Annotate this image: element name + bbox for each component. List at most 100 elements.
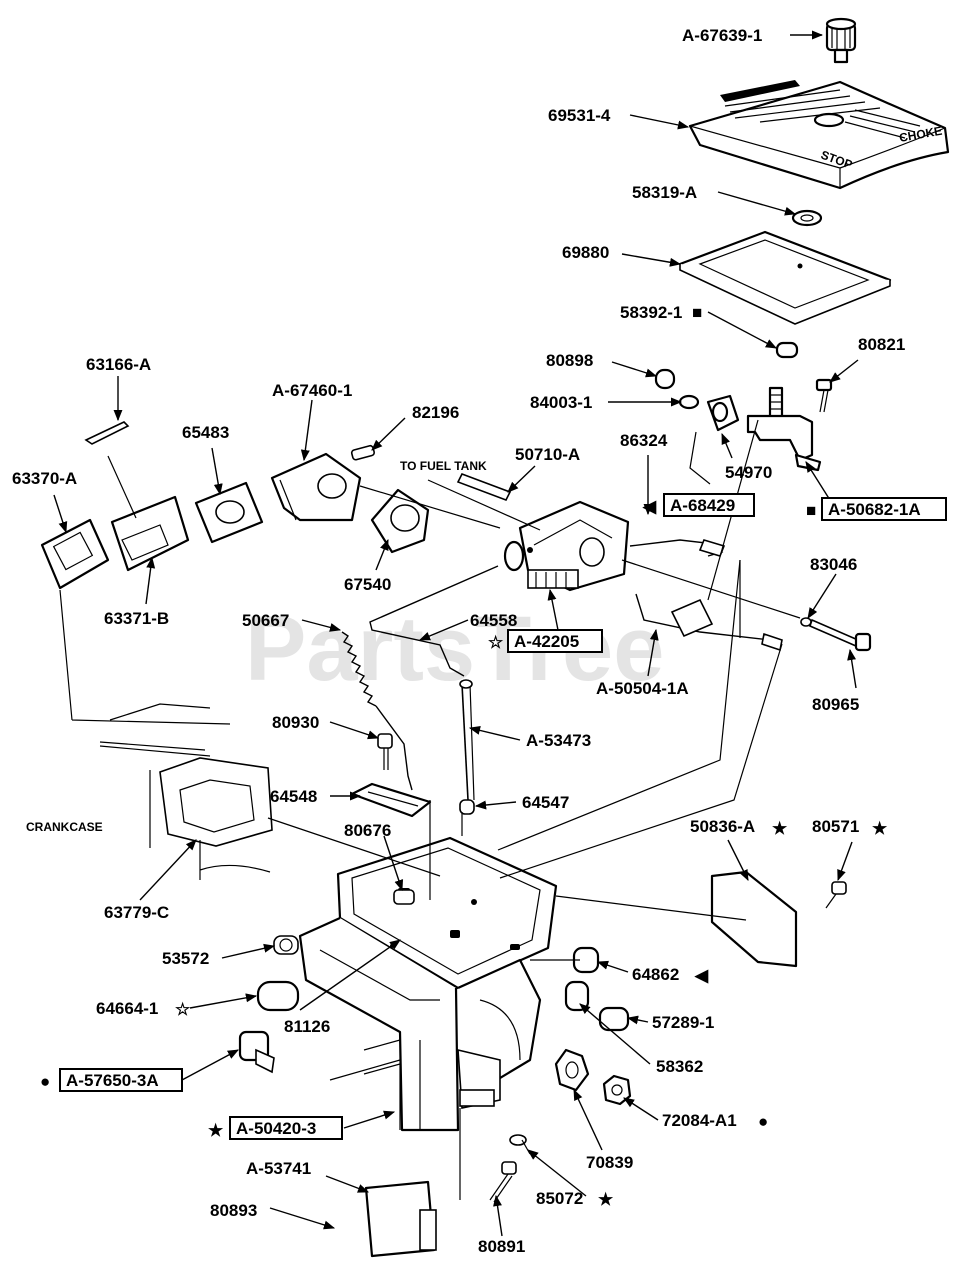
label-part: 72084-A1 <box>662 1111 737 1130</box>
part-70839-drawing <box>554 1048 590 1092</box>
spacer-drawing <box>775 341 799 359</box>
intake-stack-drawing <box>40 421 430 590</box>
screw-80571-drawing <box>825 881 847 909</box>
label-part: 80893 <box>210 1201 257 1220</box>
label-part: A-67460-1 <box>272 381 352 400</box>
label-part: 63166-A <box>86 355 151 374</box>
label-part: 80898 <box>546 351 593 370</box>
filled-star-symbol: ★ <box>598 1190 614 1209</box>
plate-50836-drawing <box>710 870 798 968</box>
note-crankcase: CRANKCASE <box>26 820 103 834</box>
label-part: 63779-C <box>104 903 169 922</box>
note-fuel-tank: TO FUEL TANK <box>400 459 487 473</box>
filled-star-symbol: ★ <box>872 819 888 838</box>
label-part: 50836-A <box>690 817 755 836</box>
label-box <box>507 629 603 653</box>
label-part: 53572 <box>162 949 209 968</box>
label-part: 58319-A <box>632 183 697 202</box>
fuel-line-drawing <box>456 472 512 502</box>
label-part: A-57650-3A <box>66 1071 159 1090</box>
label-part: 64664-1 <box>96 999 158 1018</box>
filled-star-symbol: ★ <box>208 1121 224 1140</box>
label-part: A-50504-1A <box>596 679 689 698</box>
label-part: A-50420-3 <box>236 1119 316 1138</box>
bolt-80965-drawing <box>800 617 872 652</box>
leader-arrows <box>53 30 859 1237</box>
triangle-symbol: ◀ <box>694 966 709 985</box>
label-part: 50710-A <box>515 445 580 464</box>
cover-drawing: CHOKE STOP <box>688 80 950 190</box>
housing-drawing <box>298 836 558 1132</box>
knob-drawing <box>825 17 857 64</box>
bracket-54970-drawing <box>706 386 822 472</box>
label-part: 84003-1 <box>530 393 592 412</box>
label-box <box>821 497 947 521</box>
label-part: 65483 <box>182 423 229 442</box>
label-part: A-42205 <box>514 632 579 651</box>
label-part: 64548 <box>270 787 317 806</box>
screw-80821-drawing <box>815 378 833 413</box>
square-symbol: ■ <box>806 501 816 520</box>
triangle-symbol: ◀ <box>642 497 657 516</box>
label-part: 67540 <box>344 575 391 594</box>
screw-80676-drawing <box>393 889 415 905</box>
label-part: 58362 <box>656 1057 703 1076</box>
reference-lines <box>59 419 801 1200</box>
label-part: 80965 <box>812 695 859 714</box>
label-box <box>229 1116 343 1140</box>
labels: A-67639-1 69531-4 58319-A 69880 58392-1 … <box>12 26 947 1256</box>
label-part: 57289-1 <box>652 1013 714 1032</box>
label-part: 85072 <box>536 1189 583 1208</box>
spring-drawing <box>341 631 413 791</box>
label-part: 80821 <box>858 335 905 354</box>
filled-circle-symbol: ● <box>758 1112 768 1131</box>
linkage-drawing <box>369 539 783 815</box>
carburetor-drawing <box>503 500 630 592</box>
label-part: 64558 <box>470 611 517 630</box>
air-filter-drawing <box>678 230 892 325</box>
crankcase-reference-drawing <box>99 703 273 880</box>
square-symbol: ■ <box>692 303 702 322</box>
label-part: 81126 <box>284 1017 330 1036</box>
washer-drawing <box>791 209 823 227</box>
bolt-80891-drawing <box>489 1161 517 1203</box>
plug-64664-drawing <box>256 980 300 1012</box>
label-part: 70839 <box>586 1153 633 1172</box>
grommet-57289-drawing <box>598 1006 630 1032</box>
label-part: A-50682-1A <box>828 500 921 519</box>
switch-drawing <box>238 1030 275 1074</box>
label-part: 63370-A <box>12 469 77 488</box>
label-part: A-53741 <box>246 1159 311 1178</box>
label-part: 63371-B <box>104 609 169 628</box>
label-part: 69531-4 <box>548 106 611 125</box>
filled-circle-symbol: ● <box>40 1072 50 1091</box>
open-star-symbol: ☆ <box>175 1000 191 1019</box>
label-part: 69880 <box>562 243 609 262</box>
filled-star-symbol: ★ <box>772 819 788 838</box>
label-part: 83046 <box>810 555 857 574</box>
label-box <box>59 1068 183 1092</box>
grommet-58362-drawing <box>564 980 590 1012</box>
label-part: A-67639-1 <box>682 26 762 45</box>
screw-80930-drawing <box>377 733 393 770</box>
label-part: 82196 <box>412 403 459 422</box>
label-part: 80676 <box>344 821 391 840</box>
label-part: A-53473 <box>526 731 591 750</box>
label-part: 64547 <box>522 793 569 812</box>
label-part: 86324 <box>620 431 668 450</box>
label-part: 50667 <box>242 611 289 630</box>
label-part: 80930 <box>272 713 319 732</box>
label-part: 80891 <box>478 1237 525 1256</box>
label-part: A-68429 <box>670 496 735 515</box>
label-box <box>663 493 755 517</box>
label-part: 80571 <box>812 817 859 836</box>
screw-85072-drawing <box>509 1134 531 1155</box>
grommet-53572-drawing <box>273 935 299 955</box>
plug-80898-drawing <box>654 368 676 390</box>
nut-72084-drawing <box>602 1074 632 1106</box>
plate-64548-drawing <box>350 782 432 818</box>
open-star-symbol: ☆ <box>488 633 504 652</box>
label-part: 54970 <box>725 463 772 482</box>
label-part: 58392-1 <box>620 303 682 322</box>
